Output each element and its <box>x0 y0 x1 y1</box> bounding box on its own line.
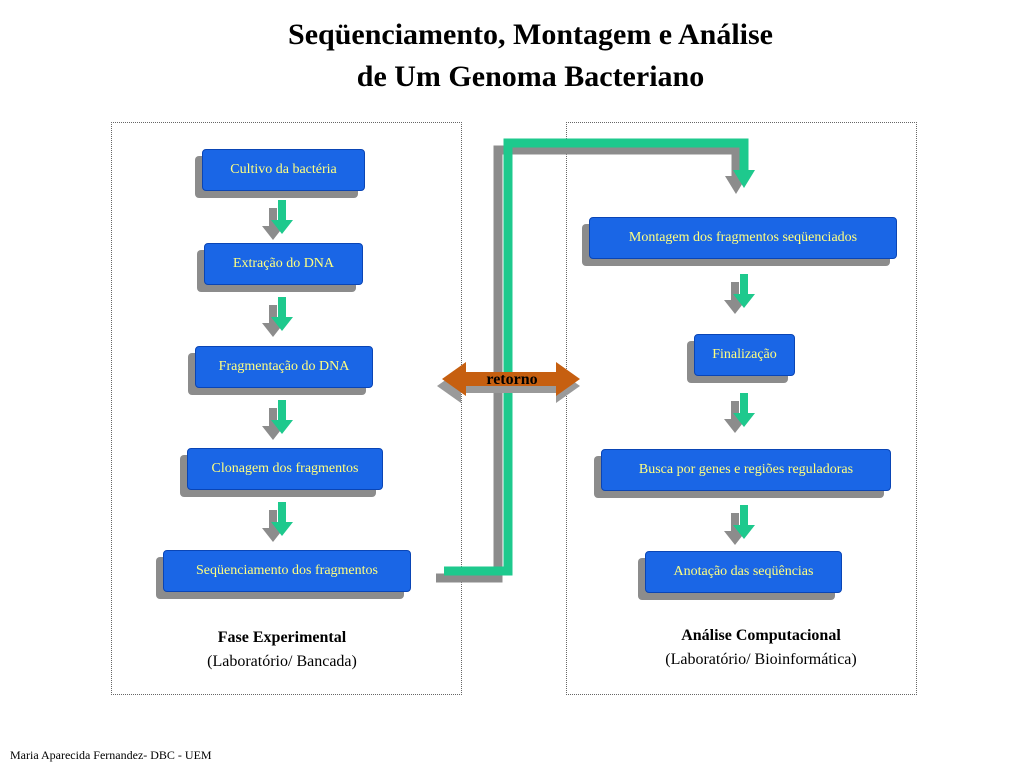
footer-credit: Maria Aparecida Fernandez- DBC - UEM <box>10 748 212 762</box>
step-anotacao: Anotação das seqüências <box>645 551 842 593</box>
step-fragmentacao: Fragmentação do DNA <box>195 346 373 388</box>
step-extracao: Extração do DNA <box>204 243 363 285</box>
connector-line <box>444 138 749 576</box>
step-label: Montagem dos fragmentos seqüenciados <box>628 230 858 245</box>
connector-arrowhead <box>733 170 755 188</box>
step-label: Seqüenciamento dos fragmentos <box>196 563 378 578</box>
step-montagem: Montagem dos fragmentos seqüenciados <box>589 217 897 259</box>
down-arrow-icon <box>724 505 755 545</box>
left-caption: Fase Experimental (Laboratório/ Bancada) <box>162 626 402 674</box>
down-arrow-icon <box>262 400 293 440</box>
left-caption-line-2: (Laboratório/ Bancada) <box>207 653 357 670</box>
step-label: Finalização <box>712 347 777 362</box>
down-arrow-icon <box>262 297 293 337</box>
step-label: Busca por genes e regiões reguladoras <box>638 462 854 477</box>
right-caption-line-2: (Laboratório/ Bioinformática) <box>665 651 857 668</box>
step-label: Extração do DNA <box>232 256 335 271</box>
retorno-double-arrow <box>442 362 580 396</box>
step-label: Fragmentação do DNA <box>218 359 350 374</box>
experimental-phase-panel <box>111 122 462 695</box>
slide-title: Seqüenciamento, Montagem e Análise de Um… <box>0 14 1024 98</box>
down-arrow-icon <box>262 200 293 240</box>
connector-shadow <box>436 145 741 583</box>
step-label: Anotação das seqüências <box>673 564 814 579</box>
step-label: Cultivo da bactéria <box>230 162 337 177</box>
step-sequenciamento: Seqüenciamento dos fragmentos <box>163 550 411 592</box>
title-line-1: Seqüenciamento, Montagem e Análise <box>288 18 773 51</box>
down-arrow-icon <box>724 274 755 314</box>
computational-analysis-panel <box>566 122 917 695</box>
right-caption: Análise Computacional (Laboratório/ Bioi… <box>611 624 911 672</box>
right-caption-line-1: Análise Computacional <box>681 627 841 644</box>
left-caption-line-1: Fase Experimental <box>217 629 347 646</box>
retorno-label: retorno <box>486 371 537 388</box>
down-arrow-icon <box>262 502 293 542</box>
step-clonagem: Clonagem dos fragmentos <box>187 448 383 490</box>
step-label: Clonagem dos fragmentos <box>211 461 359 476</box>
title-line-2: de Um Genoma Bacteriano <box>356 60 705 93</box>
step-cultivo: Cultivo da bactéria <box>202 149 365 191</box>
step-busca-genes: Busca por genes e regiões reguladoras <box>601 449 891 491</box>
step-finalizacao: Finalização <box>694 334 795 376</box>
down-arrow-icon <box>724 393 755 433</box>
